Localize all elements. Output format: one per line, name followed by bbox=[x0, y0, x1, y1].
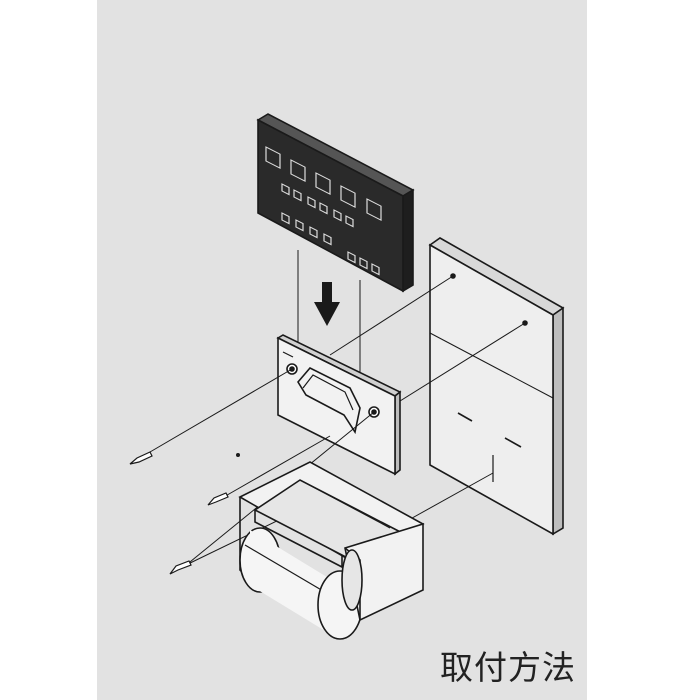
paper-holder bbox=[238, 461, 425, 640]
mounting-bracket bbox=[276, 334, 402, 476]
figure-caption: 取付方法 bbox=[440, 648, 576, 687]
down-arrow-icon bbox=[314, 282, 340, 326]
alignment-lines bbox=[297, 250, 526, 523]
remote-control bbox=[256, 113, 415, 293]
wall-panel bbox=[428, 237, 565, 536]
